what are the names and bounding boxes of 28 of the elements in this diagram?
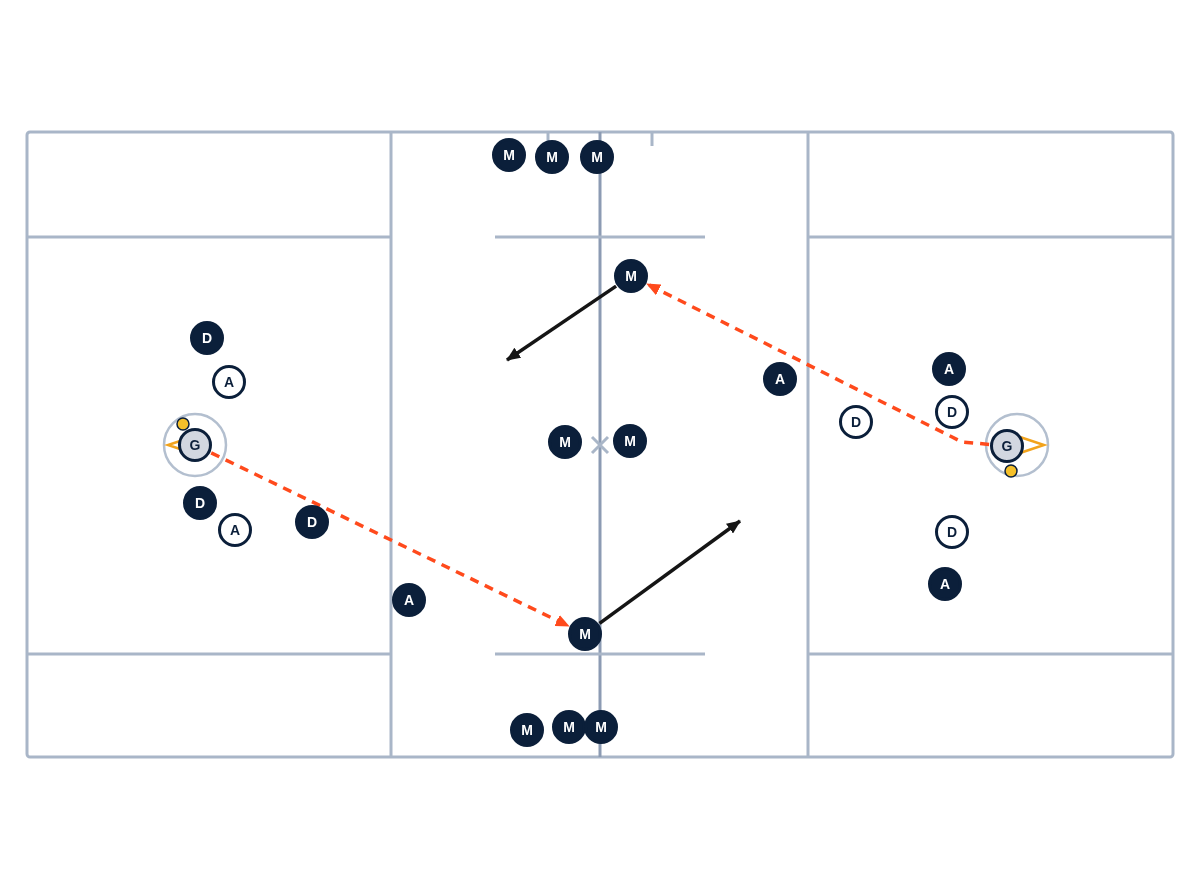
player-marker: A	[212, 365, 246, 399]
player-marker: A	[763, 362, 797, 396]
player-marker: A	[392, 583, 426, 617]
player-marker: A	[928, 567, 962, 601]
player-marker: M	[584, 710, 618, 744]
player-marker: M	[548, 425, 582, 459]
player-marker: D	[183, 486, 217, 520]
player-marker: M	[614, 259, 648, 293]
goalie-marker: G	[990, 429, 1024, 463]
arrow	[210, 451, 570, 628]
arrow	[506, 284, 618, 362]
player-marker: D	[190, 321, 224, 355]
player-marker: D	[295, 505, 329, 539]
player-marker: D	[935, 515, 969, 549]
player-marker: M	[580, 140, 614, 174]
goalie-marker: G	[178, 428, 212, 462]
player-marker: A	[218, 513, 252, 547]
arrow	[598, 519, 742, 625]
player-marker: M	[492, 138, 526, 172]
player-marker: M	[535, 140, 569, 174]
player-marker: M	[613, 424, 647, 458]
player-marker: D	[839, 405, 873, 439]
arrow	[646, 282, 990, 447]
player-marker: M	[568, 617, 602, 651]
player-marker: M	[510, 713, 544, 747]
player-marker: D	[935, 395, 969, 429]
player-marker: A	[932, 352, 966, 386]
player-marker: M	[552, 710, 586, 744]
